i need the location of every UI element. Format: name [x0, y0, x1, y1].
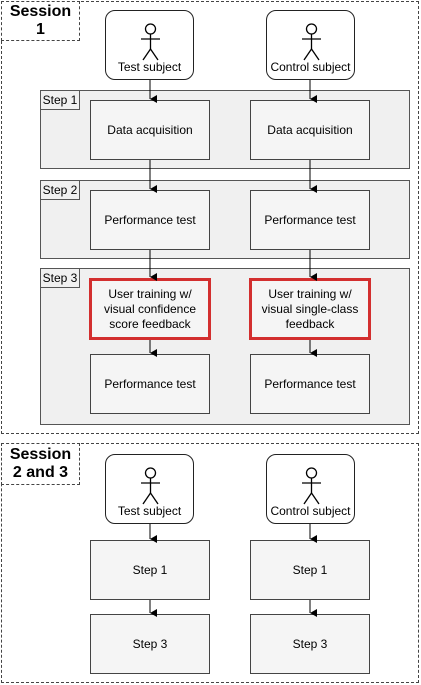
performance-test-box: Performance test — [90, 190, 210, 250]
session-1-title: Session 1 — [1, 1, 80, 41]
test-subject-label: Test subject — [117, 60, 182, 74]
test-subject-actor: Test subject — [105, 454, 194, 524]
performance-test-box: Performance test — [90, 354, 210, 414]
step-2-tag: Step 2 — [40, 180, 80, 200]
person-icon — [302, 467, 321, 505]
step-3-box: Step 3 — [90, 614, 210, 674]
session-2-3-title: Session 2 and 3 — [1, 443, 80, 485]
step-3-tag: Step 3 — [40, 268, 80, 288]
performance-test-box: Performance test — [250, 190, 370, 250]
performance-test-box: Performance test — [250, 354, 370, 414]
training-confidence-box: User training w/ visual confidence score… — [89, 278, 211, 340]
control-subject-actor: Control subject — [266, 454, 355, 524]
step-3-box: Step 3 — [250, 614, 370, 674]
person-icon — [141, 23, 160, 61]
control-subject-actor: Control subject — [266, 10, 355, 80]
training-single-class-box: User training w/ visual single-class fee… — [249, 278, 371, 340]
step-1-box: Step 1 — [90, 540, 210, 600]
person-icon — [141, 467, 160, 505]
control-subject-label: Control subject — [270, 504, 351, 518]
control-subject-label: Control subject — [270, 60, 351, 74]
step-1-tag: Step 1 — [40, 90, 80, 110]
data-acquisition-control-box: Data acquisition — [250, 100, 370, 160]
session-2-3-container — [1, 443, 419, 683]
test-subject-label: Test subject — [117, 504, 182, 518]
data-acquisition-test-box: Data acquisition — [90, 100, 210, 160]
step-1-box: Step 1 — [250, 540, 370, 600]
person-icon — [302, 23, 321, 61]
test-subject-actor: Test subject — [105, 10, 194, 80]
session-1-container — [1, 1, 419, 434]
